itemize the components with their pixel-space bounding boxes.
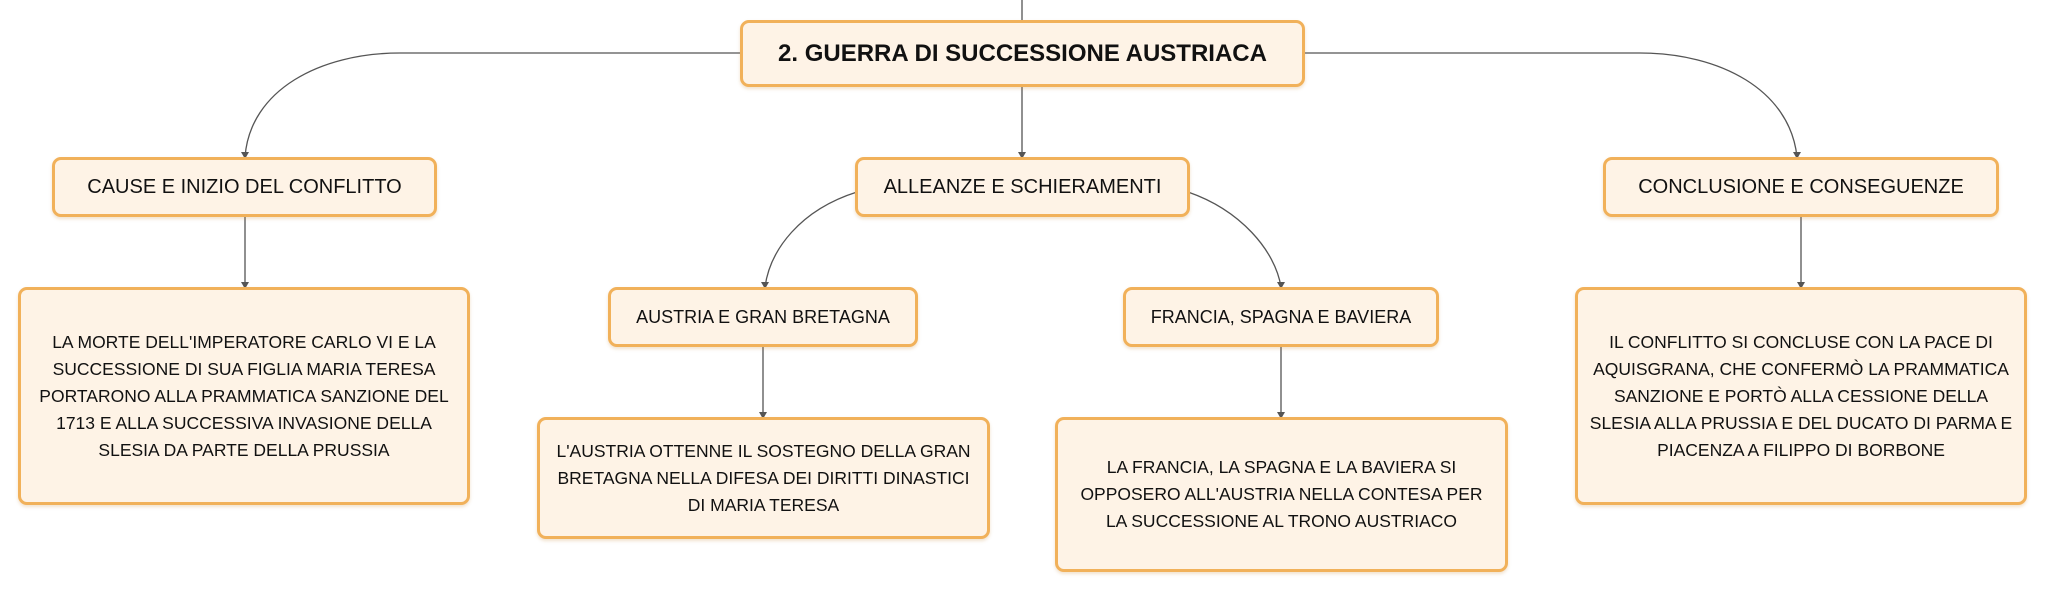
- subtopic-label: AUSTRIA E GRAN BRETAGNA: [636, 306, 890, 327]
- subtopic-francia[interactable]: FRANCIA, SPAGNA E BAVIERA: [1123, 287, 1439, 347]
- topic-label: CAUSE E INIZIO DEL CONFLITTO: [87, 175, 402, 198]
- detail-text: L'AUSTRIA OTTENNE IL SOSTEGNO DELLA GRAN…: [556, 440, 971, 515]
- detail-text: IL CONFLITTO SI CONCLUSE CON LA PACE DI …: [1589, 331, 2013, 460]
- subtopic-label: FRANCIA, SPAGNA E BAVIERA: [1150, 306, 1412, 327]
- detail-francia[interactable]: LA FRANCIA, LA SPAGNA E LA BAVIERA SI OP…: [1055, 417, 1508, 572]
- topic-cause[interactable]: CAUSE E INIZIO DEL CONFLITTO: [52, 157, 437, 217]
- detail-cause[interactable]: LA MORTE DELL'IMPERATORE CARLO VI E LA S…: [18, 287, 470, 505]
- root-title: 2. GUERRA DI SUCCESSIONE AUSTRIACA: [778, 39, 1267, 67]
- detail-austria[interactable]: L'AUSTRIA OTTENNE IL SOSTEGNO DELLA GRAN…: [537, 417, 990, 539]
- topic-alleanze[interactable]: ALLEANZE E SCHIERAMENTI: [855, 157, 1190, 217]
- topic-label: CONCLUSIONE E CONSEGUENZE: [1638, 175, 1964, 198]
- topic-conclusione[interactable]: CONCLUSIONE E CONSEGUENZE: [1603, 157, 1999, 217]
- topic-label: ALLEANZE E SCHIERAMENTI: [883, 175, 1162, 198]
- detail-text: LA FRANCIA, LA SPAGNA E LA BAVIERA SI OP…: [1080, 457, 1483, 531]
- root-topic[interactable]: 2. GUERRA DI SUCCESSIONE AUSTRIACA: [740, 20, 1305, 87]
- detail-conclusione[interactable]: IL CONFLITTO SI CONCLUSE CON LA PACE DI …: [1575, 287, 2027, 505]
- subtopic-austria[interactable]: AUSTRIA E GRAN BRETAGNA: [608, 287, 918, 347]
- detail-text: LA MORTE DELL'IMPERATORE CARLO VI E LA S…: [39, 331, 449, 460]
